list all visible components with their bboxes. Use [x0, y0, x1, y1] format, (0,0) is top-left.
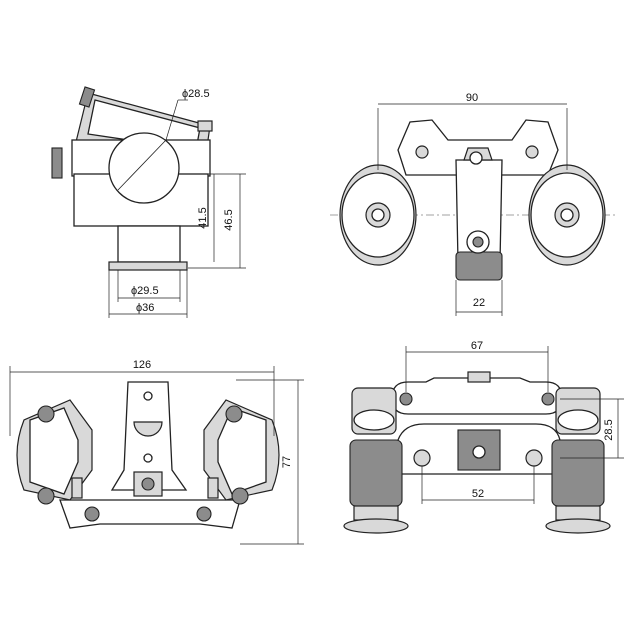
overall-width-label: 126 — [133, 359, 151, 371]
side-stem-base — [108, 261, 188, 271]
rear-left-tube — [349, 439, 403, 507]
top-mount-width-label: 22 — [473, 297, 485, 309]
rear-right-tube — [551, 439, 605, 507]
height-outer-label: 46.5 — [223, 209, 235, 230]
top-view: 126 77 — [9, 359, 304, 545]
height-inner-label: 41.5 — [197, 207, 209, 228]
rear-view: 67 28.5 52 — [343, 340, 624, 534]
bolt-spacing-bottom-label: 52 — [472, 488, 484, 500]
front-base-block — [455, 251, 503, 281]
side-bolt-lower — [51, 147, 63, 179]
rear-left-base — [343, 518, 409, 534]
top-width-label: 90 — [466, 92, 478, 104]
clamp-height-label: 28.5 — [603, 419, 615, 440]
overall-depth-label: 77 — [281, 456, 293, 468]
bolt-spacing-top-label: 67 — [471, 340, 483, 352]
side-bar-diameter-line — [117, 139, 167, 191]
side-bar-section — [108, 132, 180, 204]
side-bolt-right — [197, 120, 213, 132]
tube-inner-label: ϕ29.5 — [131, 285, 159, 297]
tube-outer-label: ϕ36 — [136, 302, 154, 314]
front-view: 90 22 — [330, 92, 618, 316]
side-bolt-upper — [78, 86, 96, 108]
side-view: ϕ28.5 41.5 46.5 ϕ29.5 ϕ36 — [51, 86, 246, 318]
rear-top-plate — [391, 377, 563, 415]
bar-diameter-leader — [165, 99, 179, 141]
rear-right-base — [545, 518, 611, 534]
side-stem — [117, 225, 181, 263]
bar-diameter-label: ϕ28.5 — [182, 88, 210, 100]
